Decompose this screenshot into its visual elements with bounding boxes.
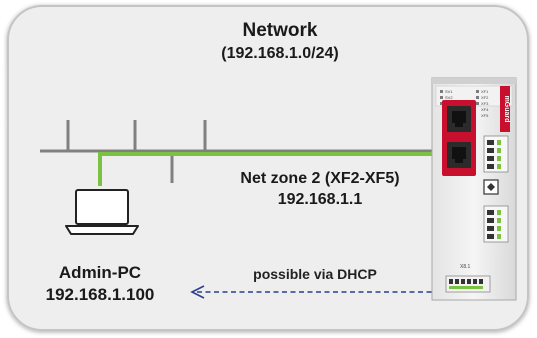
led-label-sv2: SV2 [445, 95, 453, 100]
admin-pc-ip: 192.168.1.100 [45, 285, 155, 304]
network-bus [40, 120, 440, 183]
zone-label: Net zone 2 (XF2-XF5) [240, 170, 400, 187]
led-label-xf3: XF3 [481, 101, 489, 106]
dhcp-arrow [190, 285, 440, 299]
dhcp-label: possible via DHCP [253, 266, 377, 282]
network-title: Network [242, 20, 318, 41]
brand-text: mGuard [503, 96, 510, 123]
led-label-xf2: XF2 [481, 95, 489, 100]
admin-link-green [98, 152, 444, 186]
network-zone-panel [7, 5, 529, 331]
ethernet-port-1 [447, 106, 471, 132]
brand-stripe [500, 86, 510, 132]
led-label-xf4: XF4 [481, 107, 489, 112]
terminal-block-top [483, 135, 509, 173]
led-label-xf5: XF5 [481, 113, 489, 118]
terminal-block-bottom [483, 205, 509, 243]
led-label-xf1: XF1 [481, 89, 489, 94]
port-label: X8.1 [460, 264, 471, 270]
admin-pc-name: Admin-PC [58, 263, 142, 282]
status-leds [440, 90, 479, 105]
laptop-icon [65, 189, 139, 235]
network-subnet: (192.168.1.0/24) [221, 45, 339, 62]
mguard-device: SV1 SV2 FAIL XF1 XF2 XF3 XF4 XF5 mGuard [431, 77, 517, 301]
ethernet-port-2 [447, 142, 471, 168]
led-label-sv1: SV1 [445, 89, 453, 94]
bottom-connector [445, 275, 491, 293]
mode-button [483, 179, 499, 195]
device-ip: 192.168.1.1 [277, 191, 363, 208]
